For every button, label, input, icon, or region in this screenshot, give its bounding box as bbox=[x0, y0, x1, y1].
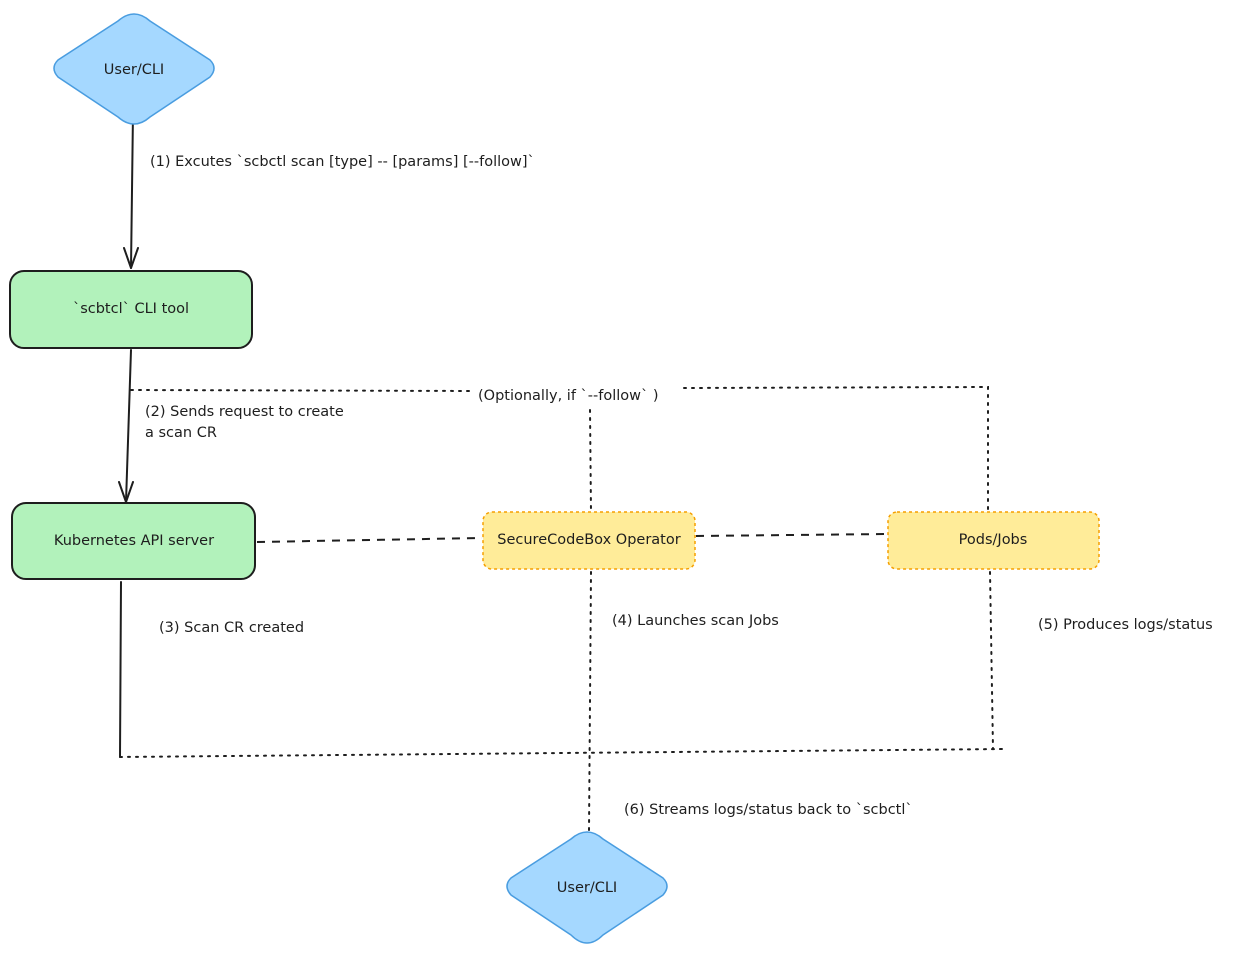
api-server-label: Kubernetes API server bbox=[54, 533, 214, 549]
dotted-pods-down bbox=[989, 571, 994, 750]
operator-label: SecureCodeBox Operator bbox=[497, 532, 680, 548]
user-cli-bottom-label: User/CLI bbox=[557, 880, 617, 896]
step-5-label: (5) Produces logs/status bbox=[1038, 617, 1213, 633]
step-2-label-line1: (2) Sends request to create bbox=[145, 404, 344, 420]
step-3-label: (3) Scan CR created bbox=[159, 620, 304, 636]
operator-node[interactable]: SecureCodeBox Operator bbox=[482, 511, 696, 570]
dotted-top-rail-left bbox=[130, 389, 475, 392]
api-server-node[interactable]: Kubernetes API server bbox=[11, 502, 256, 580]
user-cli-top-node[interactable]: User/CLI bbox=[53, 13, 215, 125]
dashed-link-api-operator bbox=[256, 537, 483, 543]
pods-jobs-node[interactable]: Pods/Jobs bbox=[887, 511, 1100, 570]
pods-jobs-label: Pods/Jobs bbox=[959, 532, 1028, 548]
line-api-down bbox=[119, 581, 122, 758]
dotted-operator-down bbox=[588, 571, 592, 831]
arrow-cli-to-api bbox=[118, 349, 134, 503]
optional-follow-label: (Optionally, if `--follow` ) bbox=[478, 388, 659, 404]
step-2-label-line2: a scan CR bbox=[145, 425, 217, 441]
dotted-top-rail-right bbox=[683, 385, 989, 513]
user-cli-bottom-node[interactable]: User/CLI bbox=[506, 831, 668, 944]
step-6-label: (6) Streams logs/status back to `scbctl` bbox=[624, 802, 913, 818]
dashed-link-operator-pods bbox=[695, 533, 888, 537]
dotted-bottom-rail bbox=[119, 748, 1007, 758]
user-cli-top-label: User/CLI bbox=[104, 62, 164, 78]
step-4-label: (4) Launches scan Jobs bbox=[612, 613, 779, 629]
cli-tool-label: `scbtcl` CLI tool bbox=[73, 301, 189, 317]
arrow-user-to-cli bbox=[123, 111, 139, 269]
dotted-operator-up bbox=[589, 409, 592, 513]
cli-tool-node[interactable]: `scbtcl` CLI tool bbox=[9, 270, 253, 349]
step-1-label: (1) Excutes `scbctl scan [type] -- [para… bbox=[150, 154, 535, 170]
